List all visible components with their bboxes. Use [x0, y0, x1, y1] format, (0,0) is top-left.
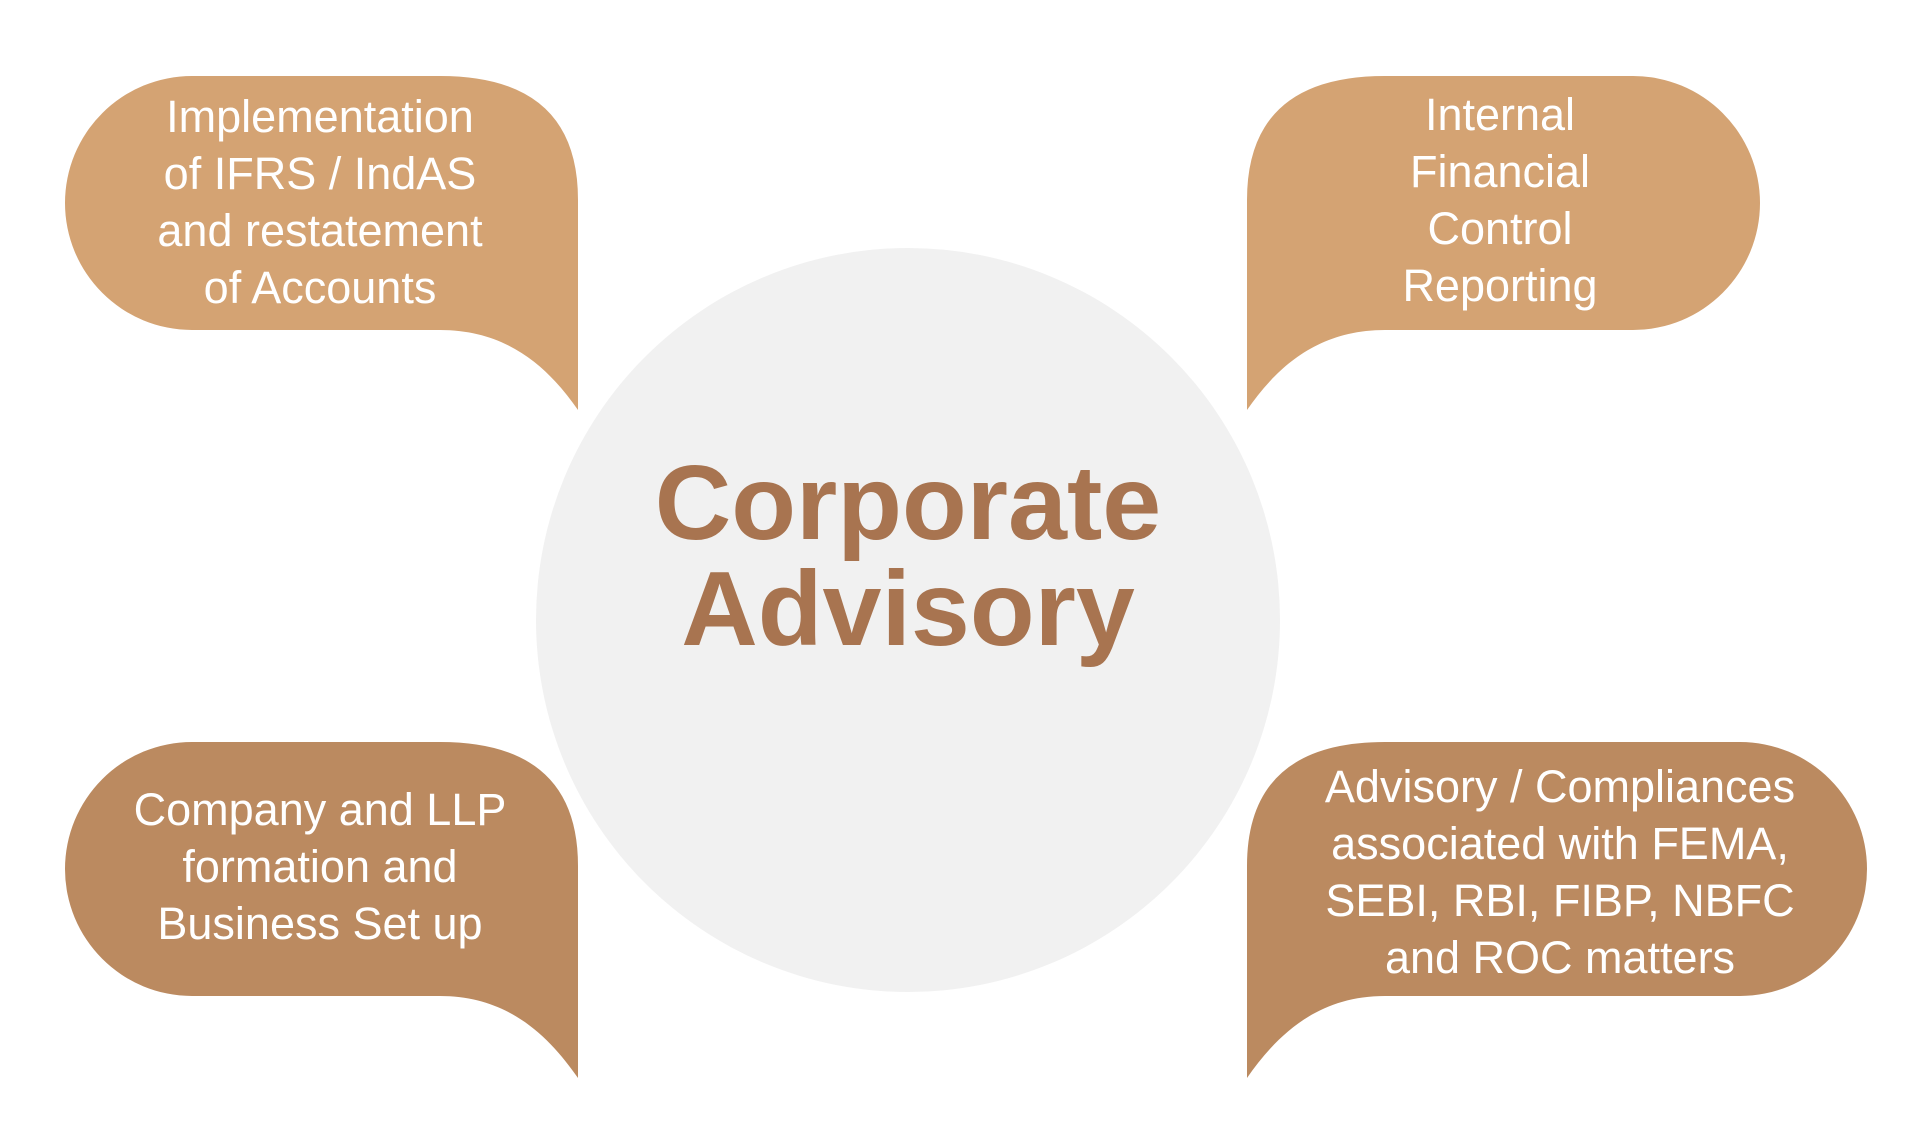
bubble-bottom-left-shape: [65, 742, 578, 1078]
center-title: Corporate Advisory: [536, 450, 1280, 662]
bubble-top-left-text: Implementation of IFRS / IndAS and resta…: [157, 91, 483, 313]
center-title-line2: Advisory: [681, 550, 1135, 668]
bubble-top-right-text: Internal Financial Control Reporting: [1402, 89, 1598, 311]
bubble-top-right-shape: [1247, 76, 1760, 410]
bubble-bottom-right-text: Advisory / Compliances associated with F…: [1324, 761, 1796, 983]
center-title-line1: Corporate: [654, 444, 1162, 562]
bubble-top-left-shape: [65, 76, 578, 410]
bubble-bottom-right-shape: [1247, 742, 1867, 1078]
bubble-bottom-left-text: Company and LLP formation and Business S…: [133, 784, 507, 949]
center-circle: [536, 248, 1280, 992]
